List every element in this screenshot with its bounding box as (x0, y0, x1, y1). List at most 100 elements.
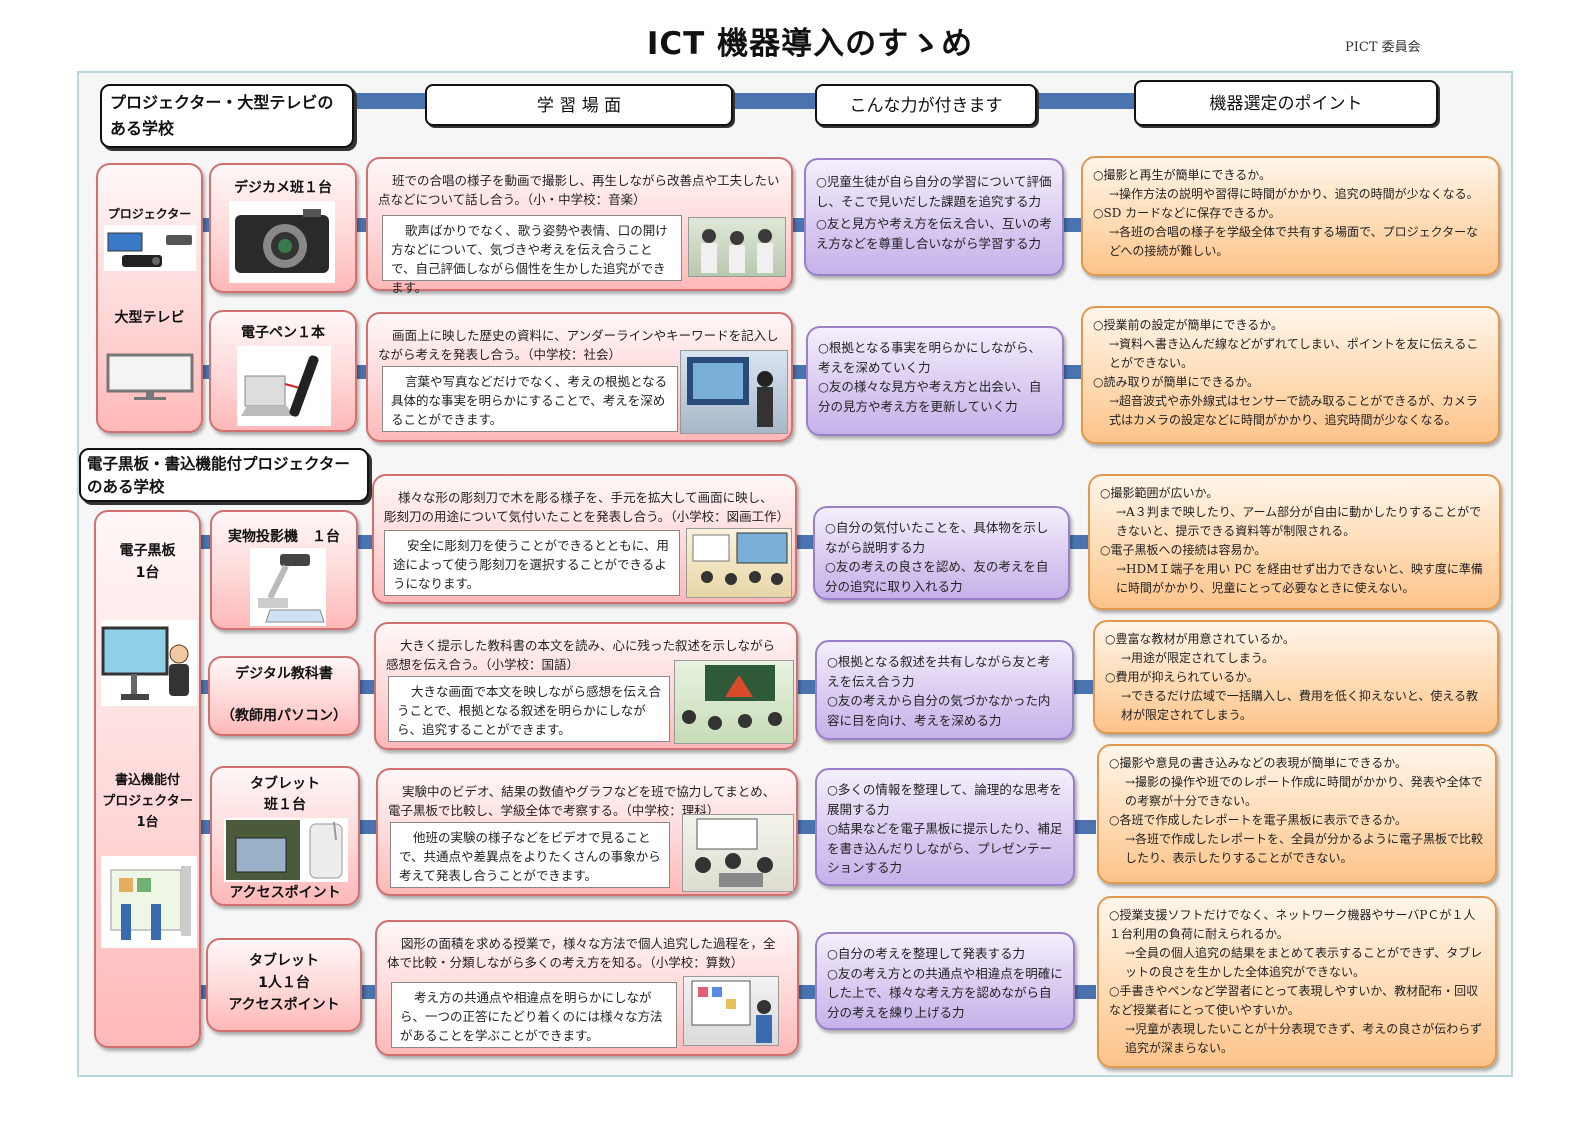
point-item: ○授業支援ソフトだけでなく、ネットワーク機器やサーバPＣが１人１台利用の負荷に耐… (1109, 908, 1476, 941)
electronic-board-icon (101, 626, 189, 700)
camera-image (229, 201, 335, 283)
point-item: ○読み取りが簡単にできるか。 (1093, 375, 1259, 389)
tablet-image (224, 818, 348, 882)
point-item: ○撮影と再生が簡単にできるか。 (1093, 168, 1271, 182)
classroom-photo-icon (687, 357, 773, 427)
point-item: ○SD カードなどに保存できるか。 (1093, 206, 1281, 220)
scene-card-2: 画面上に映した歴史の資料に、アンダーラインやキーワードを記入しながら考えを発表し… (366, 312, 793, 442)
scene-photo (688, 217, 786, 277)
writable-projector-image (101, 856, 197, 948)
ability-item: ○友の考え方との共通点や相違点を明確にした上で、様々な考え方を認めながら自分の考… (827, 965, 1063, 1020)
equip-label: 実物投影機 １台 (228, 529, 340, 545)
projector-icon (107, 232, 192, 267)
equip-label: タブレット 1人１台 アクセスポイント (228, 953, 340, 1013)
scene-effect: 他班の実験の様子などをビデオで見ることで、共通点や差異点をよりたくさんの事象から… (390, 822, 670, 888)
ability-card-1: ○児童生徒が自ら自分の学習について評価し、そこで見いだした課題を追究する力 ○友… (804, 158, 1064, 276)
classroom-illustration-icon (692, 532, 788, 585)
ability-card-4: ○根拠となる叙述を共有しながら友と考えを伝え合う力 ○友の考えから自分の気づかな… (815, 640, 1074, 740)
interactive-projector-icon (110, 866, 191, 940)
point-item: →できるだけ広域で一括購入し、費用を低く抑えないと、使える教材が限定されてしまう… (1121, 689, 1478, 722)
document-camera-icon (258, 554, 325, 623)
point-item: →全員の個人追究の結果をまとめて表示することができず、タブレットの良さを生かした… (1125, 946, 1483, 979)
board-label: 電子黒板 1台 (119, 543, 176, 581)
equip-card-5: タブレット 班１台 アクセスポイント (210, 766, 360, 906)
col-header-scene-text: 学 習 場 面 (536, 96, 622, 116)
col-header-point: 機器選定のポイント (1134, 80, 1438, 126)
col-header-scene: 学 習 場 面 (425, 84, 733, 126)
scene-card-4: 大きく提示した教科書の本文を読み、心に残った叙述を示しながら感想を伝え合う。（小… (374, 622, 798, 750)
scene-effect: 安全に彫刻刀を使うことができるとともに、用途によって使う彫刻刀を選択することがで… (384, 530, 680, 596)
digital-camera-icon (235, 209, 329, 273)
equip-card-4: デジタル教科書 （教師用パソコン） (208, 656, 360, 736)
point-item: ○各班で作成したレポートを電子黒板に表示できるか。 (1109, 813, 1407, 827)
section2-device-panel: 電子黒板 1台 書込機能付 プロジェクター 1台 (94, 510, 201, 1048)
point-item: →各班の合唱の様子を学級全体で共有する場面で、プロジェクターなどへの接続が難しい… (1109, 225, 1479, 258)
scene-photo (683, 976, 779, 1046)
point-item: →操作方法の説明や習得に時間がかかり、追究の時間が少なくなる。 (1109, 187, 1479, 201)
ability-item: ○根拠となる事実を明らかにしながら、考えを深めていく力 (818, 340, 1042, 375)
col-header-ability: こんな力が付きます (815, 84, 1037, 126)
classroom-illustration-icon (682, 665, 782, 730)
scene-text: 大きく提示した教科書の本文を読み、心に残った叙述を示しながら感想を伝え合う。（小… (386, 638, 776, 672)
tv-label: 大型テレビ (114, 310, 185, 326)
scene-card-6: 図形の面積を求める授業で，様々な方法で個人追究した過程を，全体で比較・分類しなが… (375, 920, 799, 1056)
scene-text: 画面上に映した歴史の資料に、アンダーラインやキーワードを記入しながら考えを発表し… (378, 328, 779, 362)
point-card-5: ○撮影や意見の書き込みなどの表現が簡単にできるか。 →撮影の操作や班でのレポート… (1097, 744, 1497, 884)
scene-card-3: 様々な形の彫刻刀で木を彫る様子を、手元を拡大して画面に映し、彫刻刀の用途について… (372, 474, 797, 604)
point-card-6: ○授業支援ソフトだけでなく、ネットワーク機器やサーバPＣが１人１台利用の負荷に耐… (1097, 896, 1497, 1068)
section1-device-panel: プロジェクター 大型テレビ (96, 163, 203, 433)
ability-card-6: ○自分の考えを整理して発表する力 ○友の考え方との共通点や相違点を明確にした上で… (815, 932, 1075, 1030)
ability-item: ○自分の考えを整理して発表する力 (827, 946, 1026, 961)
scene-effect: 大きな画面で本文を映しながら感想を伝え合うことで、根拠となる叙述を明らかにしなが… (388, 676, 670, 742)
writable-projector-label: 書込機能付 プロジェクター 1台 (102, 773, 193, 830)
equip-label: タブレット 班１台 (250, 776, 320, 813)
point-item: →A３判まで映したり、アーム部分が自由に動かしたりすることができないと、提示でき… (1116, 505, 1482, 538)
point-card-4: ○豊富な教材が用意されているか。 →用途が限定されてしまう。 ○費用が抑えられて… (1093, 620, 1499, 734)
point-item: ○豊富な教材が用意されているか。 (1105, 632, 1295, 646)
ability-item: ○友の考えの良さを認め、友の考えを自分の追究に取り入れる力 (825, 559, 1049, 594)
pen-image (237, 346, 331, 426)
point-item: ○電子黒板への接続は容易か。 (1100, 543, 1267, 557)
ability-item: ○結果などを電子黒板に提示したり、補足を書き込んだりしながら、プレゼンテーション… (827, 821, 1063, 875)
tablet-icon (226, 820, 343, 880)
ability-item: ○自分の気付いたことを、具体物を示しながら説明する力 (825, 520, 1049, 555)
equip-label: 電子ペン１本 (241, 325, 325, 341)
ability-item: ○根拠となる叙述を共有しながら友と考えを伝え合う力 (827, 654, 1051, 689)
section1-header: プロジェクター・大型テレビのある学校 (100, 84, 354, 148)
classroom-illustration-icon (691, 980, 772, 1043)
point-card-2: ○授業前の設定が簡単にできるか。 →資料へ書き込んだ線などがずれてしまい、ポイン… (1081, 306, 1500, 444)
equip-label: デジタル教科書 （教師用パソコン） (221, 666, 347, 724)
scene-text: 様々な形の彫刻刀で木を彫る様子を、手元を拡大して画面に映し、彫刻刀の用途について… (384, 490, 790, 524)
ability-card-2: ○根拠となる事実を明らかにしながら、考えを深めていく力 ○友の様々な見方や考え方… (806, 326, 1064, 436)
tv-image (106, 351, 194, 403)
scene-card-5: 実験中のビデオ、結果の数値やグラフなどを班で協力してまとめ、電子黒板で比較し、学… (376, 768, 798, 896)
ability-card-5: ○多くの情報を整理して、論理的な思考を展開する力 ○結果などを電子黒板に提示した… (815, 768, 1075, 886)
point-item: →資料へ書き込んだ線などがずれてしまい、ポイントを友に伝えることができない。 (1109, 337, 1479, 370)
page-title: ICT 機器導入のすゝめ (646, 26, 974, 62)
section1-header-text: プロジェクター・大型テレビのある学校 (110, 93, 334, 138)
point-card-3: ○撮影範囲が広いか。 →A３判まで映したり、アーム部分が自由に動かしたりすること… (1088, 474, 1501, 610)
ability-item: ○児童生徒が自ら自分の学習について評価し、そこで見いだした課題を追究する力 (816, 174, 1052, 209)
scene-text: 実験中のビデオ、結果の数値やグラフなどを班で協力してまとめ、電子黒板で比較し、学… (388, 784, 776, 818)
scene-photo (674, 660, 794, 744)
col-header-ability-text: こんな力が付きます (849, 96, 1003, 116)
point-item: ○撮影や意見の書き込みなどの表現が簡単にできるか。 (1109, 756, 1407, 770)
scene-effect: 言葉や写真などだけでなく、考えの根拠となる具体的な事実を明らかにすることで、考え… (382, 366, 678, 432)
access-point-label: アクセスポイント (229, 885, 341, 901)
point-item: →児童が表現したいことが十分表現できず、考えの良さが伝わらず追究が深まらない。 (1125, 1022, 1482, 1055)
scene-text: 図形の面積を求める授業で，様々な方法で個人追究した過程を，全体で比較・分類しなが… (387, 936, 776, 970)
equip-card-1: デジカメ班１台 (209, 163, 357, 293)
projector-image (104, 225, 196, 271)
board-image (101, 620, 197, 706)
scene-photo (680, 350, 788, 434)
point-item: →HDMＩ端子を用い PC を経由せず出力できないと、映す度に準備に時間がかかり… (1116, 562, 1483, 595)
electronic-pen-icon (241, 355, 319, 417)
projector-label: プロジェクター (107, 207, 192, 221)
equip-card-3: 実物投影機 １台 (210, 510, 358, 630)
organization-label: PICT 委員会 (1345, 40, 1421, 55)
scene-text: 班での合唱の様子を動画で撮影し、再生しながら改善点や工夫したい点などについて話し… (378, 173, 780, 207)
section2-header-text: 電子黒板・書込機能付プロジェクターのある学校 (87, 455, 350, 496)
scene-photo (682, 814, 794, 892)
point-item: ○授業前の設定が簡単にできるか。 (1093, 318, 1283, 332)
point-item: →各班で作成したレポートを、全員が分かるように電子黒板で比較したり、表示したりす… (1125, 832, 1484, 865)
